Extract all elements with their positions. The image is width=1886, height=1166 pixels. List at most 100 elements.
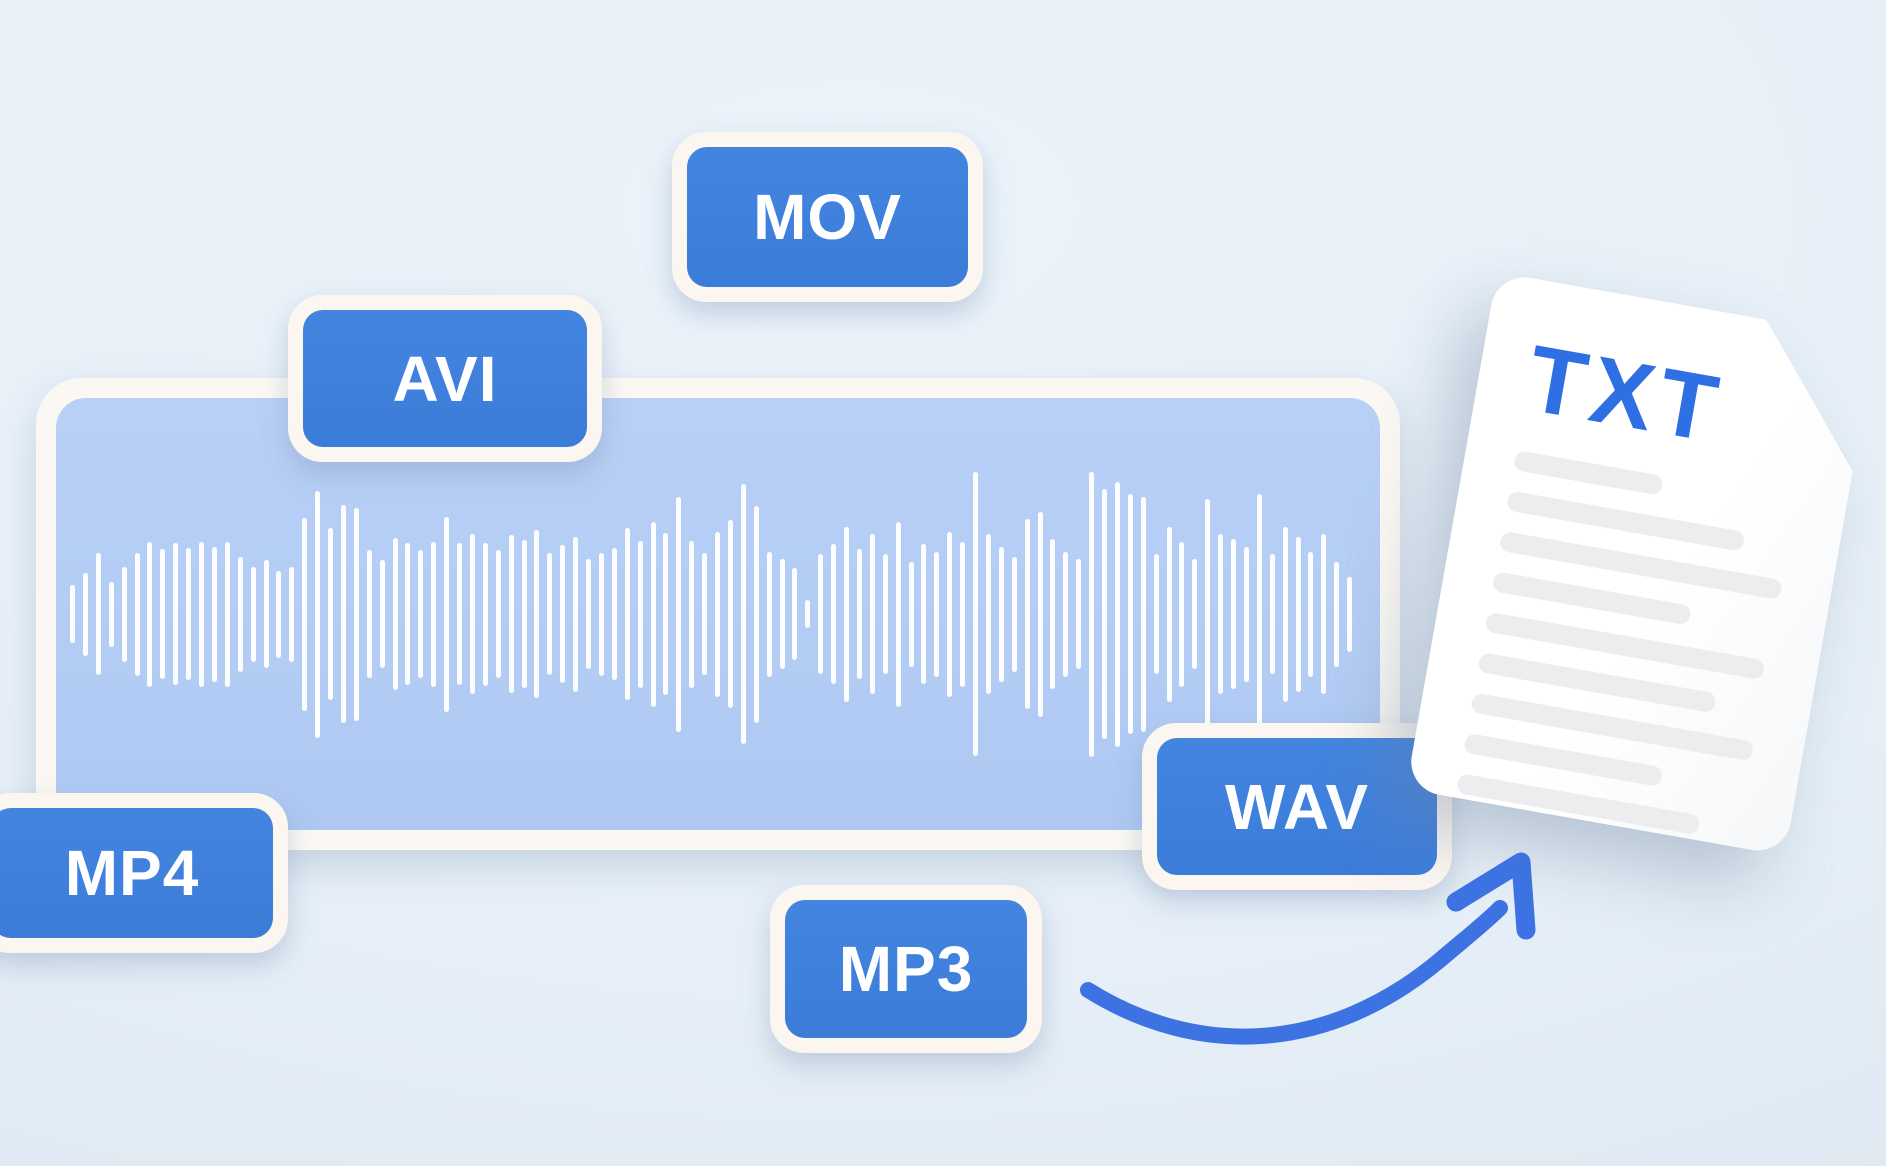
waveform-bar <box>1024 519 1030 709</box>
waveform-bar <box>173 543 179 685</box>
waveform-bar <box>392 538 398 690</box>
doc-text-line <box>1456 773 1701 835</box>
badge-wav-label: WAV <box>1157 738 1437 875</box>
waveform-bar <box>95 553 101 675</box>
waveform-bar <box>82 572 88 656</box>
waveform-bar <box>1192 559 1198 669</box>
waveform-bar <box>624 528 630 700</box>
waveform-bar <box>586 559 591 669</box>
waveform-bar <box>469 534 475 694</box>
waveform-bar <box>702 553 708 675</box>
waveform-bar <box>689 540 695 688</box>
waveform-bar <box>289 566 295 662</box>
waveform-bar <box>366 550 372 678</box>
waveform-bar <box>1256 494 1262 734</box>
waveform-bar <box>1037 511 1043 717</box>
waveform-bar <box>1282 526 1288 702</box>
waveform-bar <box>1205 499 1211 729</box>
waveform-panel <box>36 378 1400 850</box>
waveform-bar <box>1063 551 1069 677</box>
waveform-bar <box>160 549 166 679</box>
waveform-bar <box>573 536 579 692</box>
waveform-bar <box>405 543 411 685</box>
waveform-bar <box>869 534 875 694</box>
badge-wav: WAV <box>1142 723 1452 890</box>
doc-text-line <box>1513 450 1664 496</box>
waveform-bar <box>353 507 359 721</box>
waveform-bar <box>199 541 204 687</box>
badge-mp4: MP4 <box>0 793 288 953</box>
waveform-bar <box>947 531 953 697</box>
waveform-bar <box>328 528 333 700</box>
waveform-bar <box>1308 551 1314 677</box>
waveform-bar <box>727 520 733 708</box>
waveform-bar <box>263 560 269 668</box>
waveform-bar <box>1140 496 1146 732</box>
waveform-bar <box>650 521 656 707</box>
waveform-bar <box>108 581 114 647</box>
waveform-bar <box>663 533 669 695</box>
waveform-bar <box>611 548 617 680</box>
doc-title: TXT <box>1520 324 1732 463</box>
waveform-bar <box>766 551 772 677</box>
waveform-bar <box>1269 554 1275 674</box>
waveform-bar <box>1231 539 1236 689</box>
waveform-bar <box>637 540 643 688</box>
waveform-bar <box>186 548 192 680</box>
waveform-bar <box>495 550 501 678</box>
waveform-bar <box>1179 541 1185 687</box>
waveform-bar <box>508 535 514 693</box>
waveform-bar <box>250 566 256 662</box>
waveform-bar <box>1295 536 1301 692</box>
waveform-bar <box>1321 534 1327 694</box>
waveform-bar <box>276 570 282 658</box>
waveform-bar <box>973 472 978 756</box>
arrow-curve <box>1080 900 1508 1045</box>
arrow-head <box>1446 852 1536 940</box>
badge-mp3: MP3 <box>770 885 1042 1053</box>
waveform-bar <box>844 526 849 702</box>
waveform-bar <box>1218 534 1224 694</box>
waveform-bar <box>457 543 462 685</box>
waveform-bar <box>1050 539 1056 689</box>
waveform-bar <box>960 541 966 687</box>
waveform-bar <box>70 585 75 643</box>
waveform-bar <box>1334 561 1340 667</box>
waveform-bar <box>1127 494 1133 734</box>
waveform-bar <box>547 553 553 675</box>
waveform-bar <box>598 552 604 676</box>
waveform-bar <box>792 568 798 660</box>
waveform-bar <box>379 560 385 668</box>
waveform-bar <box>1166 526 1172 702</box>
waveform-bar <box>1102 489 1107 739</box>
waveform-bar <box>444 516 450 712</box>
waveform-bar <box>985 534 991 694</box>
waveform-bar <box>134 552 140 676</box>
waveform-bar <box>418 550 424 678</box>
waveform-bar <box>1347 576 1353 652</box>
waveform-bar <box>211 546 217 682</box>
waveform-bar <box>302 517 308 711</box>
waveform-bar <box>856 549 862 679</box>
waveform-bar <box>1114 481 1120 747</box>
waveform-bar <box>534 530 540 698</box>
waveform-bar <box>1243 546 1249 682</box>
badge-avi-label: AVI <box>303 310 587 447</box>
waveform-bar <box>882 554 888 674</box>
waveform-bar <box>908 561 914 667</box>
waveform-bar <box>715 531 720 697</box>
waveform-bar <box>1089 471 1095 757</box>
waveform-bar <box>121 566 127 662</box>
waveform-bar <box>521 540 527 688</box>
waveform-bar <box>676 496 682 732</box>
waveform-bar <box>224 541 230 687</box>
waveform-bar <box>482 542 488 686</box>
waveform-bar <box>560 545 566 683</box>
waveform-bar <box>831 544 837 684</box>
waveform-bar <box>779 559 785 669</box>
waveform-bar <box>805 600 811 628</box>
waveform-bar <box>934 551 940 677</box>
waveform-bar <box>1011 556 1017 672</box>
waveform-bar <box>237 556 243 672</box>
